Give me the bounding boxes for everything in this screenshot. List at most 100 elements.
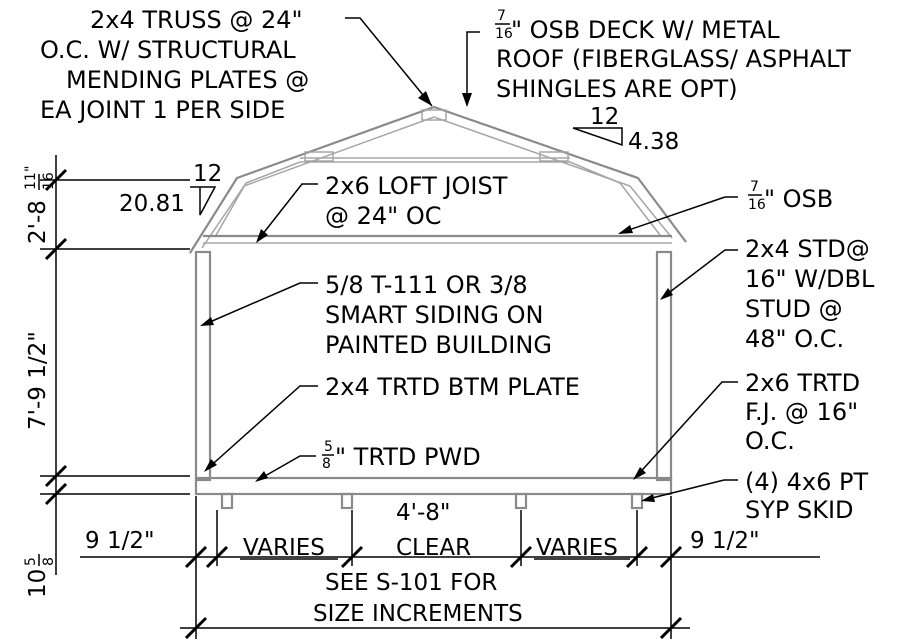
dim-frac-num: 11 [23,172,39,190]
skid [514,492,528,510]
total-dim-line1: SEE S-101 FOR [325,570,497,596]
dim-tick [44,464,68,488]
dim-text: 10 [25,569,51,598]
slope-rise: 4.38 [628,129,679,155]
dim-tick [44,168,68,192]
note-line: PAINTED BUILDING [325,331,552,359]
frac-den: 8 [322,456,331,472]
upper-height-dim: 2'-8 11 16 " [23,166,57,244]
roof-slope-symbol: 12 4.38 [572,104,679,155]
leader-arrow [256,229,268,243]
dim-text: 2'-8 [25,200,51,244]
note-line: 16" W/DBL [745,265,875,293]
dim-tick [205,545,229,569]
floor-deck [194,476,673,496]
slope-run: 12 [590,104,619,130]
mending-plate [421,109,447,121]
note-line: STUD @ [745,295,843,323]
clear-label: CLEAR [396,535,471,561]
slope-rise: 20.81 [119,191,185,217]
overhang-left-label: 9 1/2" [85,528,155,554]
note-line: @ 24" OC [325,202,441,230]
dim-tick [340,545,364,569]
varies-left-label: VARIES [243,535,325,561]
frac-den: 16 [748,197,766,213]
dim-tick [659,545,683,569]
leader-arrow [641,494,655,502]
leader-arrow [660,288,673,300]
frac-num: 7 [750,179,759,195]
building-section [189,105,687,510]
note-line: SYP SKID [745,496,854,524]
note-line: " TRTD PWD [335,443,481,471]
left-wall [194,250,212,482]
roof-outline [189,105,687,254]
dim-tick [184,545,208,569]
leader-arrow [255,471,268,482]
dim-tick [509,545,533,569]
siding-note: 5/8 T-111 OR 3/8 SMART SIDING ON PAINTED… [200,271,552,359]
leader-arrow [633,467,646,480]
note-line: O.C. [745,427,795,455]
dim-tick [625,545,649,569]
dim-tick [44,482,68,506]
dim-frac-num: 5 [23,557,39,566]
osb-note: 7 16 " OSB [618,179,833,234]
slope-run: 12 [193,161,222,187]
varies-right-label: VARIES [536,535,618,561]
skid-note: (4) 4x6 PT SYP SKID [641,468,868,524]
note-line: 2x4 STD@ [745,235,870,263]
frac-num: 7 [497,8,506,24]
note-line: O.C. W/ STRUCTURAL [40,36,296,64]
dim-text: 7'-9 1/2" [25,331,51,430]
note-line: " OSB DECK W/ METAL [511,16,780,44]
skid [340,492,354,510]
note-line: 48" O.C. [745,325,844,353]
leader-arrow [204,459,217,472]
note-line: " OSB [764,185,833,213]
note-line: ROOF (FIBERGLASS/ ASPHALT [496,45,851,73]
leader-arrow [418,91,432,106]
note-line: F.J. @ 16" [745,398,858,426]
stud-note: 2x4 STD@ 16" W/DBL STUD @ 48" O.C. [660,235,875,353]
dim-tick [44,237,68,261]
total-dim-line2: SIZE INCREMENTS [313,601,523,627]
btm-plate-note: 2x4 TRTD BTM PLATE [204,373,580,472]
horizontal-dimensions: 9 1/2" VARIES 4'-8" CLEAR VARIES 9 1/2" … [80,496,820,639]
note-line: EA JOINT 1 PER SIDE [40,96,285,124]
note-line: (4) 4x6 PT [745,468,868,496]
pwd-note: 5 8 " TRTD PWD [255,439,481,482]
note-line: MENDING PLATES @ [66,66,309,94]
skid [220,492,234,510]
note-line: SHINGLES ARE OPT) [496,75,738,103]
floor-height-dim: 10 5 8 [23,554,57,598]
note-line: SMART SIDING ON [325,301,543,329]
dim-frac-den: 8 [41,557,57,566]
note-line: 2x6 LOFT JOIST [325,172,508,200]
roof-inner-line [201,116,673,249]
frac-den: 16 [495,26,513,42]
note-line: 2x4 TRUSS @ 24" [90,6,303,34]
leader-arrow [618,225,633,234]
deck-note: 7 16 " OSB DECK W/ METAL ROOF (FIBERGLAS… [462,8,851,107]
dim-tick [659,616,683,639]
floor-joist-note: 2x6 TRTD F.J. @ 16" O.C. [633,369,860,480]
clear-value-label: 4'-8" [396,500,450,526]
truss-note: 2x4 TRUSS @ 24" O.C. W/ STRUCTURAL MENDI… [40,6,433,124]
overhang-right-label: 9 1/2" [690,528,760,554]
skid [630,492,644,510]
frac-num: 5 [324,439,333,455]
loft-joist-note: 2x6 LOFT JOIST @ 24" OC [256,172,508,243]
svg-text:": " [23,166,39,172]
mending-plate [304,151,334,162]
note-line: 2x6 TRTD [745,369,860,397]
right-wall [655,250,673,482]
lower-slope-symbol: 12 20.81 [119,161,222,217]
dim-tick [184,616,208,639]
leader-arrow [462,93,472,107]
wall-height-dim: 7'-9 1/2" [25,331,51,430]
note-line: 2x4 TRTD BTM PLATE [325,373,580,401]
dim-frac-den: 16 [41,172,57,190]
vertical-dimensions: 2'-8 11 16 " 7'-9 1/2" 10 5 8 [23,155,190,598]
